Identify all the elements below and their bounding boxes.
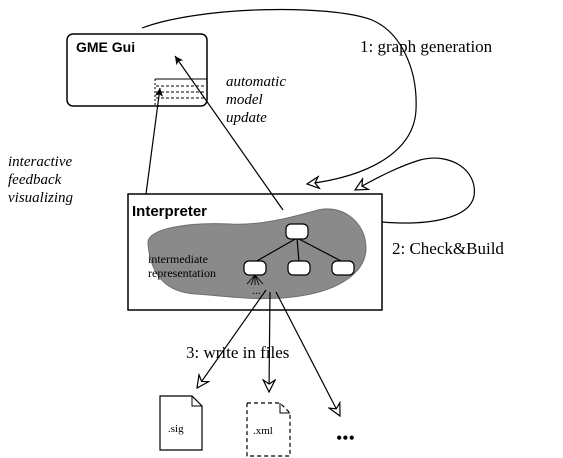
xml-file-icon: .xml (246, 402, 291, 457)
write-more-arrow (275, 291, 340, 416)
gme-gui-box: GME Gui (66, 33, 208, 107)
gme-gui-title: GME Gui (76, 39, 135, 55)
interactive-feedback-label: interactive feedback visualizing (8, 154, 74, 206)
check-build-arrow (355, 157, 475, 224)
interpreter-title: Interpreter (132, 203, 207, 220)
interactive-feedback-arrow (145, 87, 164, 195)
graph-generation-arrow (141, 8, 417, 184)
intermediate-representation-blob (147, 208, 367, 300)
blob-text-line1: intermediate (148, 252, 208, 266)
blob-text-line2: representation (148, 266, 216, 280)
automatic-update-arrow (174, 55, 284, 211)
write-xml-arrow (269, 291, 270, 392)
automatic-update-line1: automatic (226, 74, 286, 90)
automatic-update-label: automatic model update (226, 74, 286, 126)
automatic-update-line3: update (226, 110, 267, 126)
interactive-feedback-line3: visualizing (8, 190, 74, 206)
step3-label: 3: write in files (186, 343, 289, 362)
step2-label: 2: Check&Build (392, 239, 504, 258)
step1-label: 1: graph generation (360, 37, 493, 56)
interpreter-box: Interpreter intermediate representation … (127, 193, 383, 311)
interactive-feedback-line1: interactive (8, 154, 72, 170)
sig-file-icon: .sig (159, 395, 203, 451)
sig-file-label: .sig (168, 423, 184, 435)
tree-ellipsis: ... (252, 283, 261, 297)
interactive-feedback-line2: feedback (8, 172, 62, 188)
automatic-update-line2: model (226, 92, 263, 108)
tree-graph (243, 223, 355, 286)
write-sig-arrow (197, 289, 267, 388)
xml-file-label: .xml (253, 425, 273, 437)
more-files-ellipsis: ••• (336, 428, 355, 448)
